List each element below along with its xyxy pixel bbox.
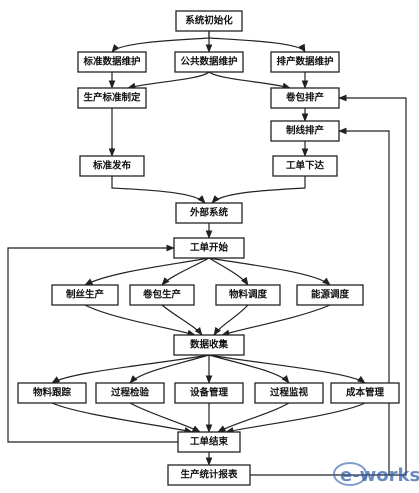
node-material-dispatch: 物料调度 bbox=[215, 284, 281, 306]
watermark-text: e-works bbox=[340, 465, 419, 486]
edge-report-roll-sched bbox=[250, 94, 407, 476]
node-order-end: 工单结束 bbox=[177, 431, 241, 453]
node-std-make: 生产标准制定 bbox=[77, 87, 147, 109]
node-report: 生产统计报表 bbox=[167, 464, 251, 486]
node-std-data-label: 标准数据维护 bbox=[82, 56, 140, 68]
edge-cost-mgmt-order-end bbox=[225, 402, 366, 434]
node-wire-sched: 制线排产 bbox=[270, 120, 340, 142]
edge-material-dispatch-data-collect bbox=[213, 304, 249, 336]
node-roll-sched: 卷包排产 bbox=[270, 87, 340, 109]
node-equipment-mgmt-label: 设备管理 bbox=[190, 387, 229, 399]
node-cost-mgmt-label: 成本管理 bbox=[346, 387, 385, 399]
edge-prod-wire-data-collect bbox=[84, 304, 196, 337]
node-pub-data-label: 公共数据维护 bbox=[180, 56, 237, 68]
node-order-start: 工单开始 bbox=[173, 237, 245, 259]
edge-material-track-order-end bbox=[51, 402, 193, 434]
node-wire-sched-label: 制线排产 bbox=[286, 125, 325, 137]
node-pub-data: 公共数据维护 bbox=[174, 51, 244, 73]
node-prod-wire: 制丝生产 bbox=[51, 284, 119, 306]
edge-process-monitor-order-end bbox=[217, 402, 290, 433]
node-sched-data-label: 排产数据维护 bbox=[276, 56, 333, 68]
node-energy-dispatch: 能源调度 bbox=[296, 284, 364, 306]
node-order-issue-label: 工单下达 bbox=[286, 160, 325, 172]
edges bbox=[7, 31, 407, 476]
node-sched-data: 排产数据维护 bbox=[270, 51, 340, 73]
node-prod-wire-label: 制丝生产 bbox=[66, 289, 105, 301]
edge-order-start-prod-roll bbox=[161, 257, 210, 286]
node-order-issue: 工单下达 bbox=[272, 155, 338, 177]
node-prod-roll: 卷包生产 bbox=[129, 284, 195, 306]
edge-init-std-data bbox=[111, 31, 210, 53]
node-data-collect: 数据收集 bbox=[173, 334, 245, 356]
node-order-end-label: 工单结束 bbox=[190, 436, 229, 448]
edge-order-issue-ext-system bbox=[211, 176, 306, 204]
edge-init-sched-data bbox=[208, 37, 306, 53]
node-order-start-label: 工单开始 bbox=[190, 242, 229, 254]
node-process-monitor: 过程监视 bbox=[254, 382, 324, 404]
node-process-monitor-label: 过程监视 bbox=[270, 387, 309, 399]
node-cost-mgmt: 成本管理 bbox=[330, 382, 400, 404]
node-material-track: 物料跟踪 bbox=[17, 382, 87, 404]
edge-data-collect-material-track bbox=[51, 354, 210, 384]
node-report-label: 生产统计报表 bbox=[180, 469, 238, 481]
edge-pub-data-std-make bbox=[127, 71, 210, 90]
edge-pub-data-roll-sched bbox=[208, 71, 291, 90]
node-process-inspect-label: 过程检验 bbox=[111, 387, 150, 399]
node-data-collect-label: 数据收集 bbox=[189, 339, 229, 351]
node-std-publish-label: 标准发布 bbox=[92, 160, 132, 172]
node-material-dispatch-label: 物料调度 bbox=[229, 289, 268, 301]
node-init-label: 系统初始化 bbox=[185, 15, 233, 27]
node-init: 系统初始化 bbox=[175, 10, 243, 32]
edge-report-wire-sched bbox=[338, 127, 390, 475]
edge-order-start-energy-dispatch bbox=[208, 257, 331, 286]
node-ext-system-label: 外部系统 bbox=[189, 207, 229, 219]
node-process-inspect: 过程检验 bbox=[95, 382, 165, 404]
node-roll-sched-label: 卷包排产 bbox=[285, 92, 325, 104]
node-std-make-label: 生产标准制定 bbox=[83, 92, 141, 104]
edge-order-end-order-start bbox=[7, 244, 178, 443]
edge-order-start-material-dispatch bbox=[208, 257, 249, 286]
edge-process-inspect-order-end bbox=[129, 402, 201, 433]
node-std-data: 标准数据维护 bbox=[77, 51, 147, 73]
watermark-logo: e-works bbox=[333, 462, 419, 486]
node-equipment-mgmt: 设备管理 bbox=[174, 382, 244, 404]
edge-data-collect-process-monitor bbox=[208, 354, 290, 384]
edge-prod-roll-data-collect bbox=[161, 304, 203, 336]
node-std-publish: 标准发布 bbox=[79, 155, 145, 177]
edge-data-collect-cost-mgmt bbox=[208, 354, 366, 384]
node-ext-system: 外部系统 bbox=[175, 202, 243, 224]
edge-data-collect-process-inspect bbox=[129, 354, 210, 384]
edge-order-start-prod-wire bbox=[84, 257, 210, 286]
node-material-track-label: 物料跟踪 bbox=[33, 387, 72, 399]
node-prod-roll-label: 卷包生产 bbox=[142, 289, 182, 301]
edge-energy-dispatch-data-collect bbox=[221, 304, 331, 337]
edge-std-publish-ext-system bbox=[111, 176, 206, 204]
node-energy-dispatch-label: 能源调度 bbox=[311, 289, 350, 301]
